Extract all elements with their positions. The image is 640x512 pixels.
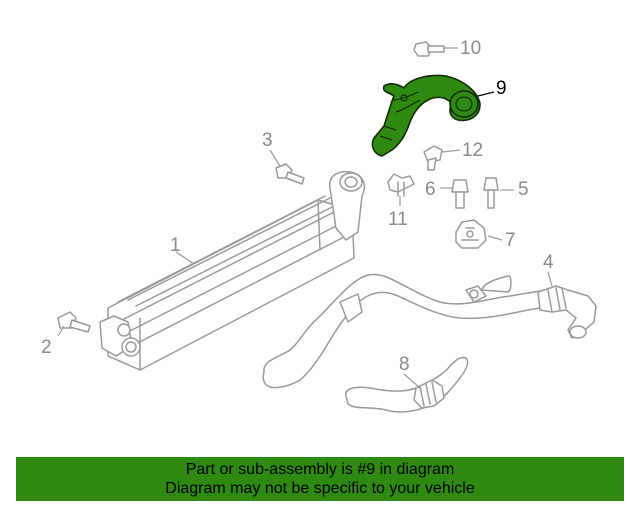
- info-banner: Part or sub-assembly is #9 in diagram Di…: [16, 457, 624, 501]
- callout-part-6[interactable]: 6: [425, 179, 436, 200]
- parts-diagram: [57, 41, 597, 413]
- callout-part-2[interactable]: 2: [41, 337, 52, 358]
- callout-part-8[interactable]: 8: [399, 354, 410, 375]
- callout-part-4[interactable]: 4: [543, 252, 554, 273]
- callout-part-1[interactable]: 1: [170, 235, 181, 256]
- banner-line-part: Part or sub-assembly is #9 in diagram: [185, 461, 455, 478]
- bolt-part-10[interactable]: [413, 41, 445, 57]
- callout-part-7[interactable]: 7: [505, 230, 516, 251]
- bracket-part-7[interactable]: [455, 219, 487, 249]
- callout-part-9[interactable]: 9: [496, 78, 507, 99]
- leader-lines: [57, 47, 553, 389]
- hose-part-8[interactable]: [345, 356, 469, 413]
- stud-part-5[interactable]: [483, 177, 499, 209]
- clip-part-11[interactable]: [387, 173, 415, 197]
- intercooler-part-1[interactable]: [99, 170, 366, 371]
- bolt-part-2[interactable]: [57, 311, 91, 333]
- callout-part-3[interactable]: 3: [262, 130, 273, 151]
- bolt-part-3[interactable]: [275, 163, 305, 185]
- callout-part-10[interactable]: 10: [460, 38, 482, 59]
- banner-line-disclaimer: Diagram may not be specific to your vehi…: [165, 480, 475, 497]
- callout-part-12[interactable]: 12: [462, 140, 484, 161]
- callout-part-11[interactable]: 11: [388, 209, 408, 230]
- hose-part-9[interactable]: [371, 74, 481, 157]
- callout-part-5[interactable]: 5: [518, 179, 529, 200]
- bolt-part-12[interactable]: [423, 145, 443, 171]
- bolt-part-6[interactable]: [451, 179, 469, 209]
- tube-part-4[interactable]: [262, 273, 597, 389]
